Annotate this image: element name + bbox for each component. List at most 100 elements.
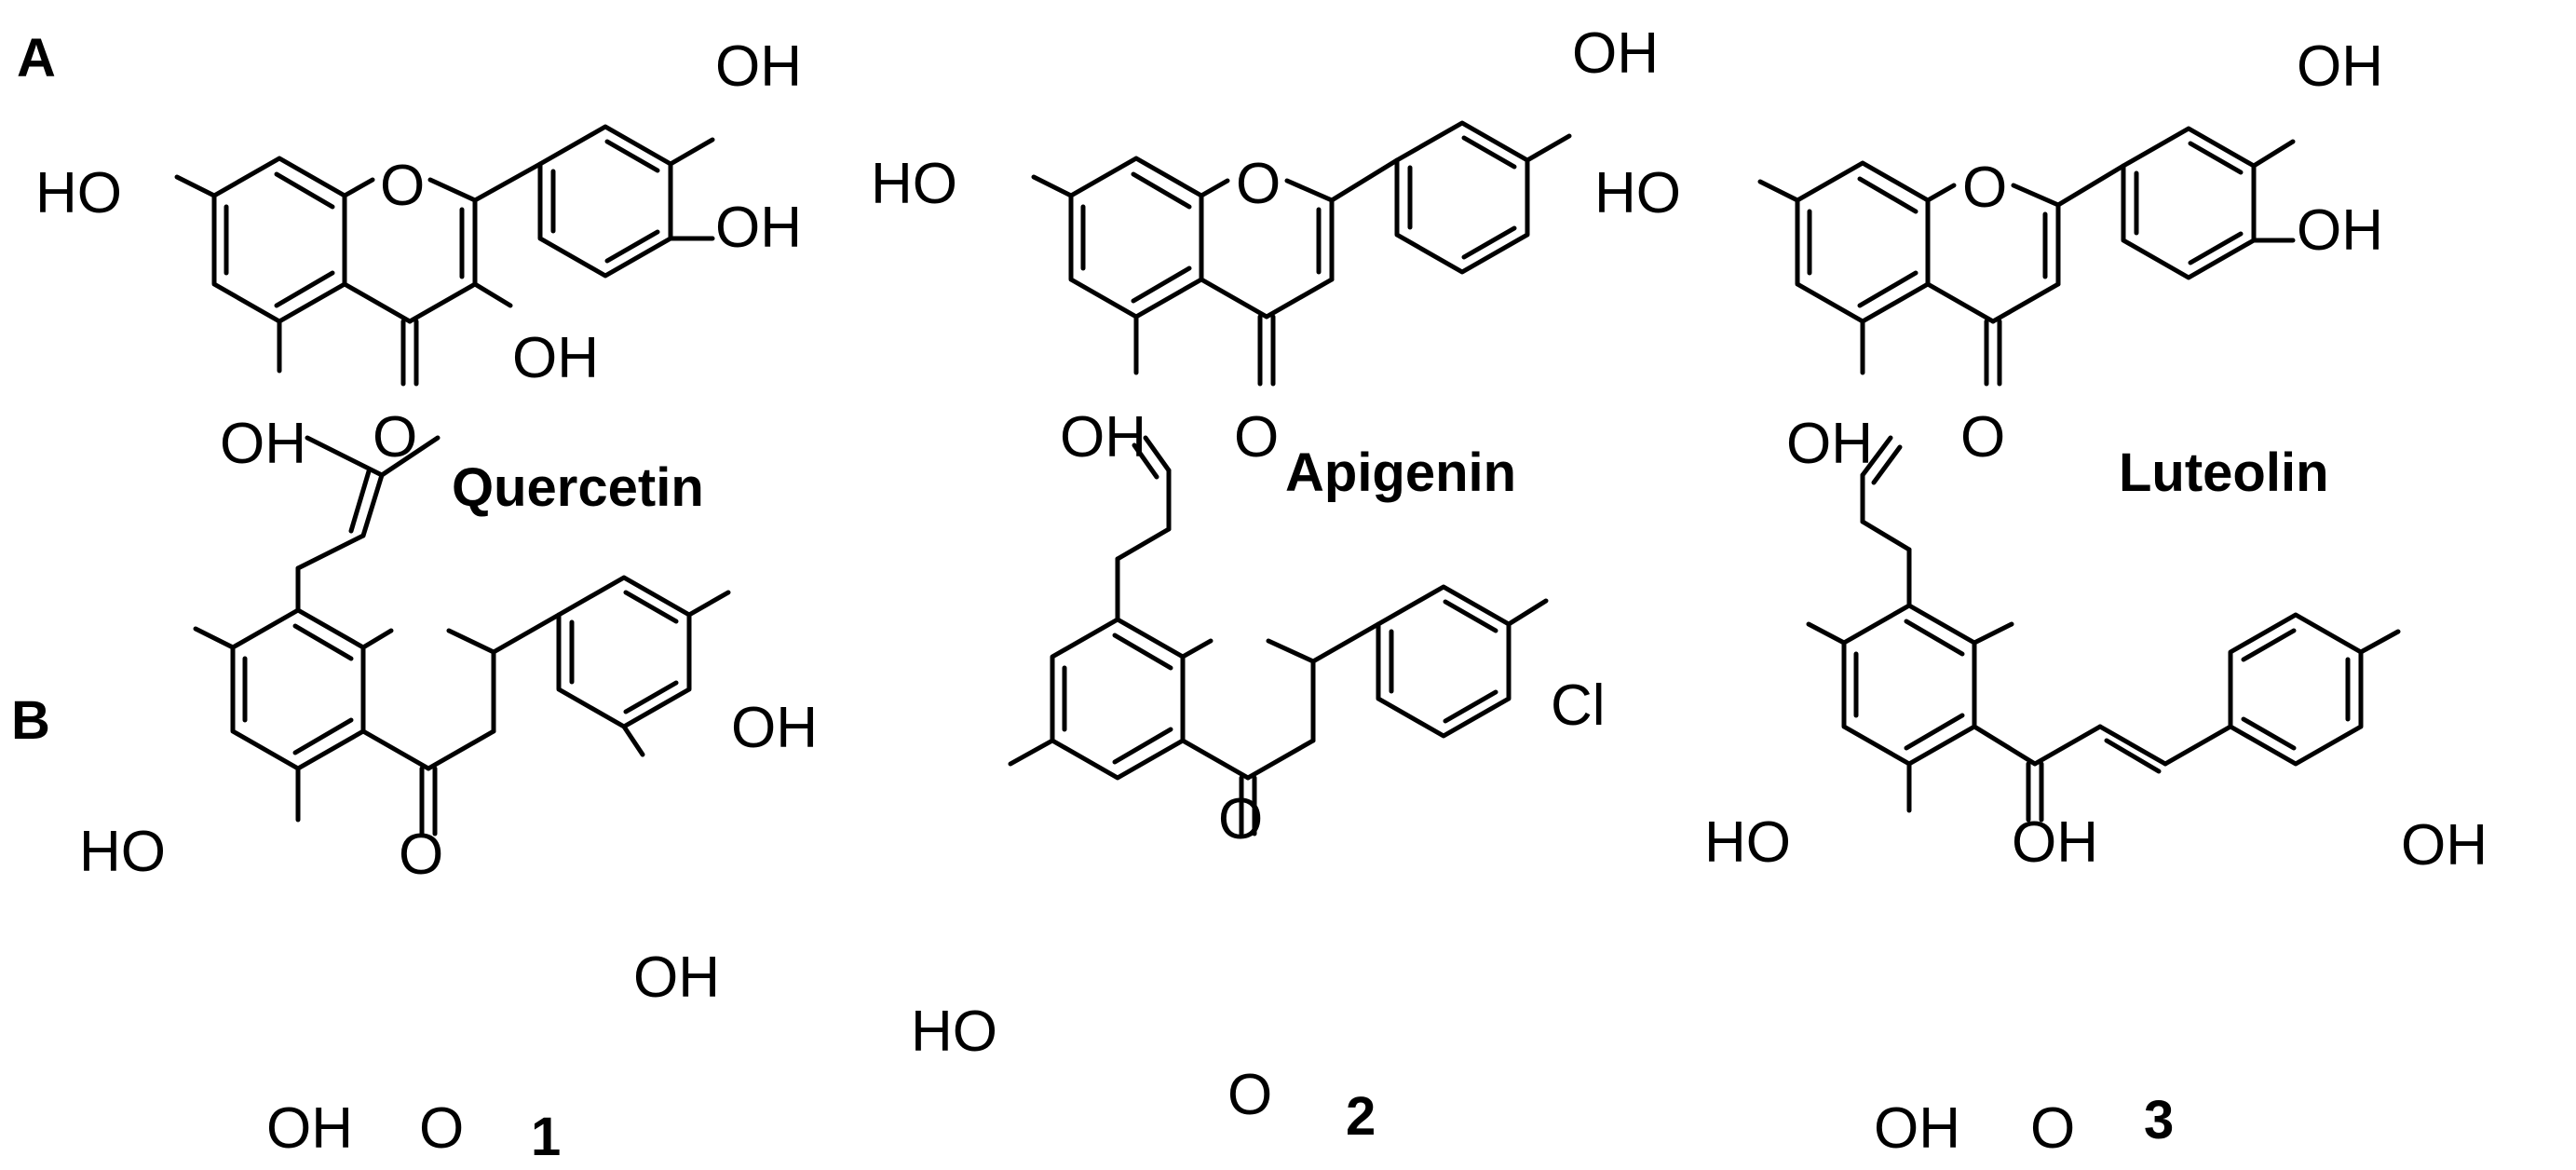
bond [1050, 617, 1186, 781]
bond [623, 680, 679, 714]
bond [292, 717, 354, 755]
bond [1264, 277, 1335, 320]
bond [230, 607, 366, 771]
bond [1143, 435, 1172, 473]
bond [1461, 135, 1517, 170]
atom-label-oh: OH [715, 196, 802, 260]
bond [295, 533, 366, 571]
bond [2188, 141, 2244, 175]
bond [1972, 724, 2038, 767]
bond [604, 139, 660, 173]
bond [2032, 724, 2103, 767]
atom-label-oh: OH [2297, 198, 2383, 263]
atom-label-oh: OH [2401, 813, 2488, 878]
atom-label-ho: HO [79, 820, 166, 884]
bond [1131, 265, 1192, 304]
bond [360, 472, 385, 538]
compound-name-apigenin: Apigenin [1285, 442, 1516, 503]
molecule-compound-3: OH HO OH OH O 3 [1704, 435, 2488, 1161]
bond [1925, 183, 1957, 203]
bond [491, 612, 562, 655]
bond [1199, 277, 1269, 320]
bond [1525, 133, 1572, 163]
atom-label-oh: OH [633, 946, 720, 1010]
compound-name-2: 2 [1346, 1086, 1376, 1147]
atom-label-ho: HO [911, 1000, 997, 1064]
bond [1112, 633, 1173, 671]
bond [342, 281, 413, 324]
bond [1266, 638, 1316, 664]
bond [292, 623, 354, 661]
bond [1990, 281, 2061, 324]
bond [1112, 727, 1173, 765]
bond [1904, 713, 1965, 751]
atom-label-o: O [2030, 1096, 2075, 1161]
compound-name-luteolin: Luteolin [2119, 442, 2329, 503]
molecule-apigenin: OH HO O OH O Apigenin [871, 21, 1659, 503]
bond [1860, 519, 1912, 552]
bond [1031, 174, 1074, 198]
bond [1180, 638, 1213, 660]
atom-label-ho: HO [871, 152, 957, 216]
atom-label-o: O [1236, 152, 1281, 216]
bond [1180, 738, 1251, 781]
atom-label-oh: OH [220, 412, 306, 476]
bond [342, 177, 375, 198]
bond [2055, 163, 2126, 208]
bond [1329, 157, 1400, 203]
bond [1795, 160, 1931, 324]
bond [360, 628, 394, 650]
bond [305, 435, 385, 478]
atom-label-oh: OH [2297, 34, 2383, 99]
bond [1245, 738, 1316, 781]
bond [1806, 621, 1847, 646]
bond [407, 281, 478, 324]
bond [623, 590, 679, 624]
atom-label-o: O [1218, 787, 1263, 851]
panel-label-b: B [11, 690, 50, 751]
molecule-compound-2: Cl O HO O 2 [911, 435, 1606, 1147]
bond [2104, 738, 2162, 774]
bond [686, 590, 731, 618]
molecule-compound-1: OH HO O OH OH O 1 [79, 435, 818, 1167]
bond [1871, 444, 1903, 485]
bond [472, 281, 513, 308]
bond [2358, 629, 2401, 655]
bond [1972, 621, 2014, 646]
compound-name-1: 1 [531, 1107, 561, 1167]
bond [2121, 126, 2257, 280]
bond [348, 469, 372, 534]
atom-label-ho: HO [35, 161, 122, 225]
panel-label-a: A [17, 28, 56, 88]
bond [427, 177, 478, 203]
bond [2188, 231, 2244, 265]
bond [1008, 738, 1055, 767]
bond [1394, 120, 1530, 275]
bond [472, 161, 543, 203]
bond [1757, 179, 1800, 203]
bond [2162, 724, 2233, 767]
bond [2228, 612, 2364, 767]
bond [1857, 176, 1918, 214]
bond [556, 575, 692, 729]
bond [1068, 156, 1204, 320]
bond [604, 229, 660, 264]
bond [1443, 689, 1498, 724]
atom-label-oh: OH [731, 696, 818, 760]
molecule-luteolin: OH OH HO O OH O Luteolin [1594, 34, 2383, 503]
bond [1115, 526, 1172, 562]
bond [211, 156, 347, 324]
atom-label-oh: OH [512, 326, 599, 390]
bond [1132, 442, 1159, 480]
bond [2241, 628, 2297, 662]
atom-label-cl: Cl [1551, 673, 1606, 738]
bond [274, 171, 335, 210]
bond [446, 628, 496, 655]
atom-label-oh: OH [266, 1096, 353, 1161]
atom-label-o: O [399, 823, 443, 887]
atom-label-oh: OH [1786, 412, 1873, 476]
bond [174, 174, 217, 198]
bond [668, 137, 715, 167]
bond [1461, 225, 1517, 260]
bond [1199, 178, 1230, 198]
